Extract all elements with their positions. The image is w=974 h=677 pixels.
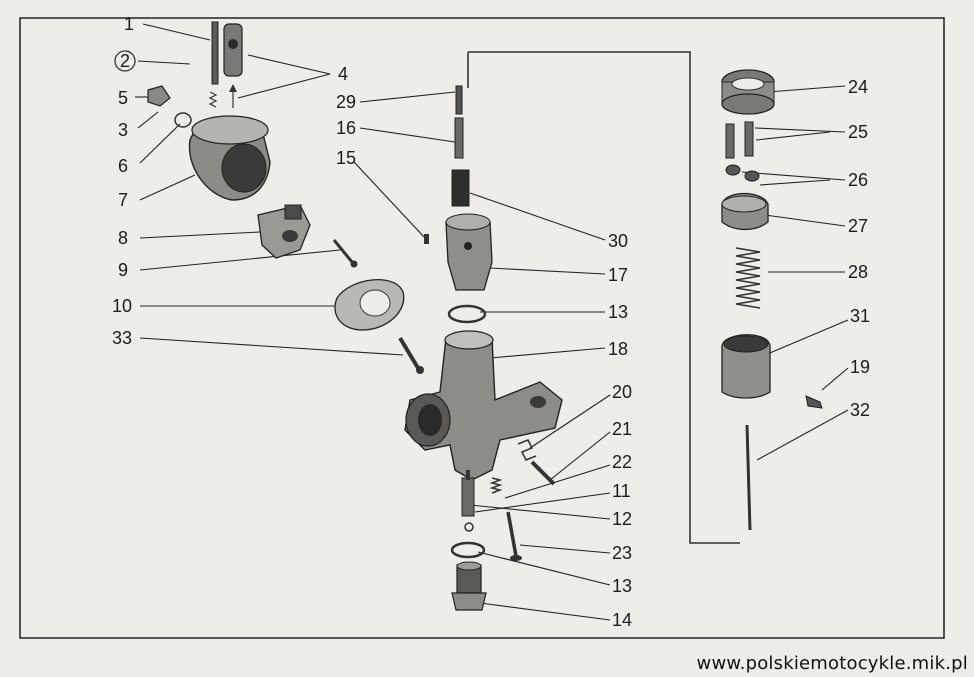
part-24-ring-nut (721, 69, 775, 115)
leader-lines (135, 23, 849, 621)
label-part-8: 8 (118, 228, 128, 248)
part-4-banjo (223, 23, 243, 108)
part-6-washer (174, 112, 192, 128)
part-20-spring (517, 439, 537, 461)
part-33-screw (398, 336, 424, 374)
part-12-washer (464, 522, 474, 532)
part-26-nuts (725, 164, 760, 182)
label-part-17: 17 (608, 265, 628, 285)
label-part-1: 1 (124, 14, 134, 34)
part-8-clamp (257, 204, 311, 259)
label-part-22: 22 (612, 452, 632, 472)
part-9-screw (332, 239, 358, 268)
part-11-jet (461, 470, 475, 517)
part-16-rod (454, 117, 464, 159)
label-part-32: 32 (850, 400, 870, 420)
label-part-7: 7 (118, 190, 128, 210)
label-part-25: 25 (848, 122, 868, 142)
label-part-21: 21 (612, 419, 632, 439)
diagram-frame (19, 17, 945, 639)
label-part-29: 29 (336, 92, 356, 112)
part-1-pin (211, 21, 219, 85)
part-labels: 1 2 3 4 5 6 7 8 9 10 33 29 16 15 30 17 1… (112, 14, 870, 630)
label-part-16: 16 (336, 118, 356, 138)
label-part-31: 31 (850, 306, 870, 326)
label-part-14: 14 (612, 610, 632, 630)
label-part-5: 5 (118, 88, 128, 108)
part-27-top-cap (721, 192, 769, 231)
assembly-bracket (468, 51, 740, 544)
label-part-3: 3 (118, 120, 128, 140)
part-32-needle (745, 424, 752, 531)
part-2-circle (114, 50, 136, 72)
part-13-oring-bottom (450, 541, 486, 559)
label-part-6: 6 (118, 156, 128, 176)
part-28-spring (735, 247, 761, 309)
label-part-13-top: 13 (608, 302, 628, 322)
label-part-2: 2 (120, 51, 130, 71)
label-part-18: 18 (608, 339, 628, 359)
part-22-spring (489, 477, 503, 494)
label-part-24: 24 (848, 77, 868, 97)
label-part-10: 10 (112, 296, 132, 316)
label-part-11: 11 (612, 481, 631, 501)
label-part-19: 19 (850, 357, 870, 377)
part-31-slide (721, 334, 771, 399)
label-part-23: 23 (612, 543, 632, 563)
source-url: www.polskiemotocykle.mik.pl (696, 653, 968, 674)
part-13-oring-top (447, 304, 487, 324)
part-29-rod (455, 85, 463, 115)
part-17-valve (445, 213, 493, 291)
label-part-28: 28 (848, 262, 868, 282)
part-14-float-bowl-nut (451, 561, 487, 611)
part-23-screw (506, 511, 522, 561)
part-small-spring (208, 91, 218, 108)
part-10-gasket (334, 279, 405, 331)
label-part-30: 30 (608, 231, 628, 251)
label-part-15: 15 (336, 148, 356, 168)
part-15-pin (424, 234, 429, 244)
part-21-screw (530, 460, 556, 486)
label-part-13-bottom: 13 (612, 576, 632, 596)
part-18-body (404, 330, 563, 481)
part-30-sleeve (451, 169, 470, 207)
part-7-cap (188, 115, 271, 201)
label-part-27: 27 (848, 216, 868, 236)
part-19-clip (805, 395, 823, 409)
label-part-33: 33 (112, 328, 132, 348)
label-part-26: 26 (848, 170, 868, 190)
label-part-9: 9 (118, 260, 128, 280)
label-part-12: 12 (612, 509, 632, 529)
part-5-nut (147, 85, 171, 107)
label-part-20: 20 (612, 382, 632, 402)
label-part-4: 4 (338, 64, 348, 84)
part-25-screws (725, 121, 754, 159)
